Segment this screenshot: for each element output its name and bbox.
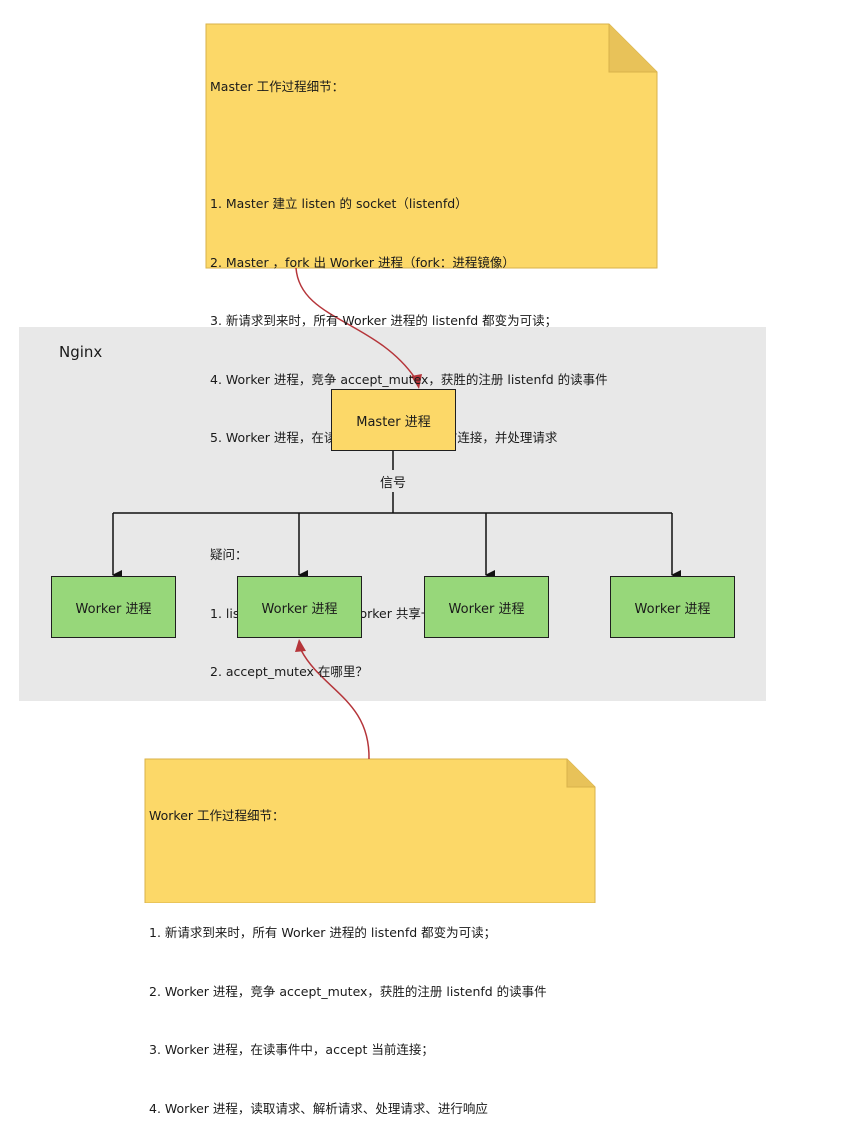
worker-process-label: Worker 进程 — [75, 601, 152, 617]
diagram-canvas — [112, 23, 681, 903]
worker-annotation-arrow — [300, 649, 370, 760]
worker-note-line — [149, 865, 547, 885]
master-annotation-arrowhead — [411, 374, 422, 389]
nginx-title: Nginx — [59, 343, 103, 361]
worker-note-shape — [144, 758, 596, 903]
master-note-line — [210, 136, 608, 156]
worker-process-box-3: Worker 进程 — [424, 576, 549, 638]
master-note-shape — [205, 23, 658, 269]
signal-label: 信号 — [379, 476, 406, 491]
worker-note-line: Worker 工作过程细节： — [149, 808, 285, 823]
worker-note-line: 2. Worker 进程，竞争 accept_mutex，获胜的注册 liste… — [149, 983, 547, 999]
master-note-line: 1. Master 建立 listen 的 socket（listenfd） — [210, 196, 468, 211]
worker-process-box-1: Worker 进程 — [51, 576, 176, 638]
master-note-line: 疑问： — [210, 547, 248, 562]
worker-note-line: 1. 新请求到来时，所有 Worker 进程的 listenfd 都变为可读； — [149, 925, 497, 940]
master-note-line: 2. accept_mutex 在哪里？ — [210, 664, 368, 679]
worker-note-line: 4. Worker 进程，读取请求、解析请求、处理请求、进行响应 — [149, 1100, 488, 1116]
master-annotation-arrow — [295, 267, 416, 379]
master-note-line: 4. Worker 进程，竞争 accept_mutex，获胜的注册 liste… — [210, 371, 608, 387]
master-note-line: 3. 新请求到来时，所有 Worker 进程的 listenfd 都变为可读； — [210, 313, 558, 328]
worker-process-label: Worker 进程 — [448, 601, 525, 617]
worker-note-line: 3. Worker 进程，在读事件中，accept 当前连接； — [149, 1042, 434, 1057]
master-process-label: Master 进程 — [356, 414, 431, 430]
master-note-line: 2. Master ，fork 出 Worker 进程（fork：进程镜像） — [210, 254, 515, 270]
worker-note-text: Worker 工作过程细节： 1. 新请求到来时，所有 Worker 进程的 l… — [149, 767, 547, 1138]
master-process-box: Master 进程 — [331, 389, 456, 451]
worker-process-label: Worker 进程 — [634, 601, 711, 617]
worker-process-label: Worker 进程 — [261, 601, 338, 617]
master-note-line: Master 工作过程细节： — [210, 79, 345, 94]
worker-process-box-2: Worker 进程 — [237, 576, 362, 638]
worker-process-box-4: Worker 进程 — [610, 576, 735, 638]
worker-annotation-arrowhead — [295, 639, 306, 652]
